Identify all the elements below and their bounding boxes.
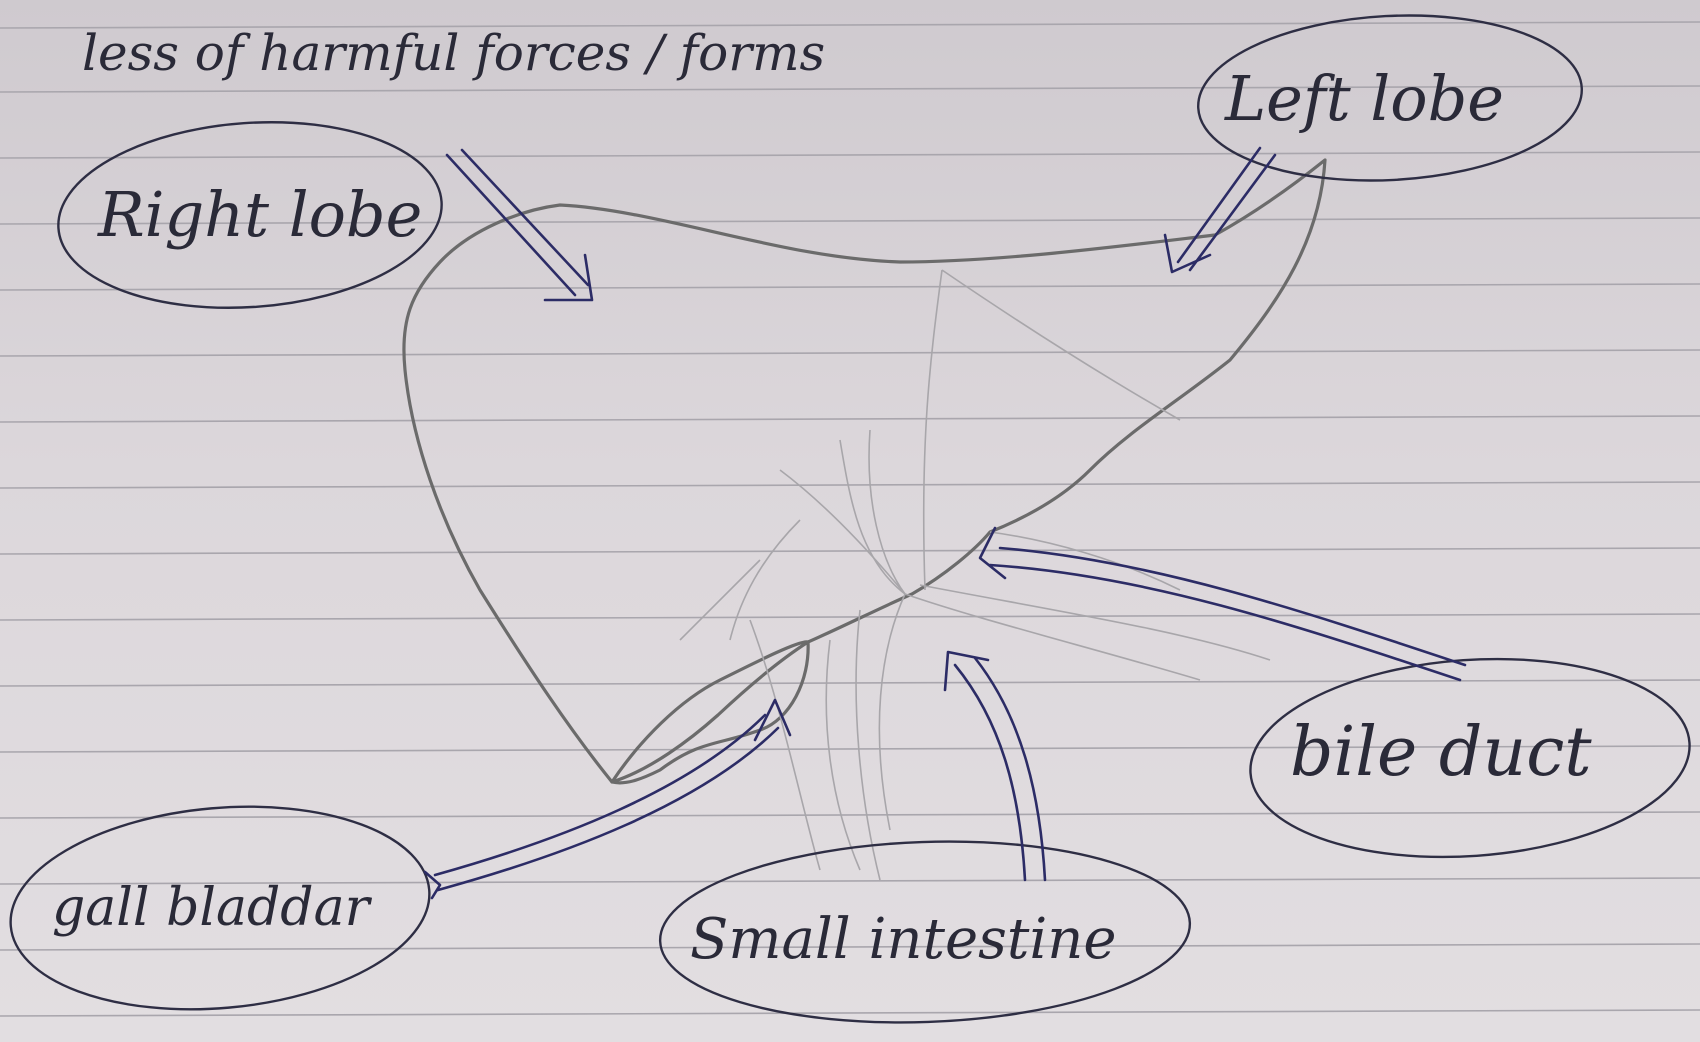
arrow-gall-bladder <box>423 698 792 900</box>
small-intestine-oval <box>658 840 1192 1024</box>
gall-bladder-oval <box>9 805 431 1011</box>
left-lobe-label: Left lobe <box>1224 62 1504 135</box>
ruled-lines <box>0 21 1700 1017</box>
arrow-left-lobe <box>1163 146 1277 274</box>
right-lobe-label: Right lobe <box>97 178 422 251</box>
gall-bladder-label: gall bladdar <box>52 878 373 938</box>
small-intestine-label: Small intestine <box>690 907 1116 972</box>
liver-outline <box>402 158 1327 784</box>
heading-text: less of harmful forces / forms <box>82 24 825 82</box>
arrow-bile-duct <box>978 526 1467 682</box>
arrow-right-lobe <box>445 148 594 302</box>
left-lobe-oval <box>1197 14 1583 182</box>
arrow-small-intestine <box>943 650 1047 882</box>
gall-bladder-outline <box>610 640 810 785</box>
bile-duct-oval <box>1249 657 1691 859</box>
right-lobe-oval <box>57 121 443 309</box>
faint-vessel-lines <box>679 269 1271 881</box>
bile-duct-label: bile duct <box>1290 713 1592 792</box>
